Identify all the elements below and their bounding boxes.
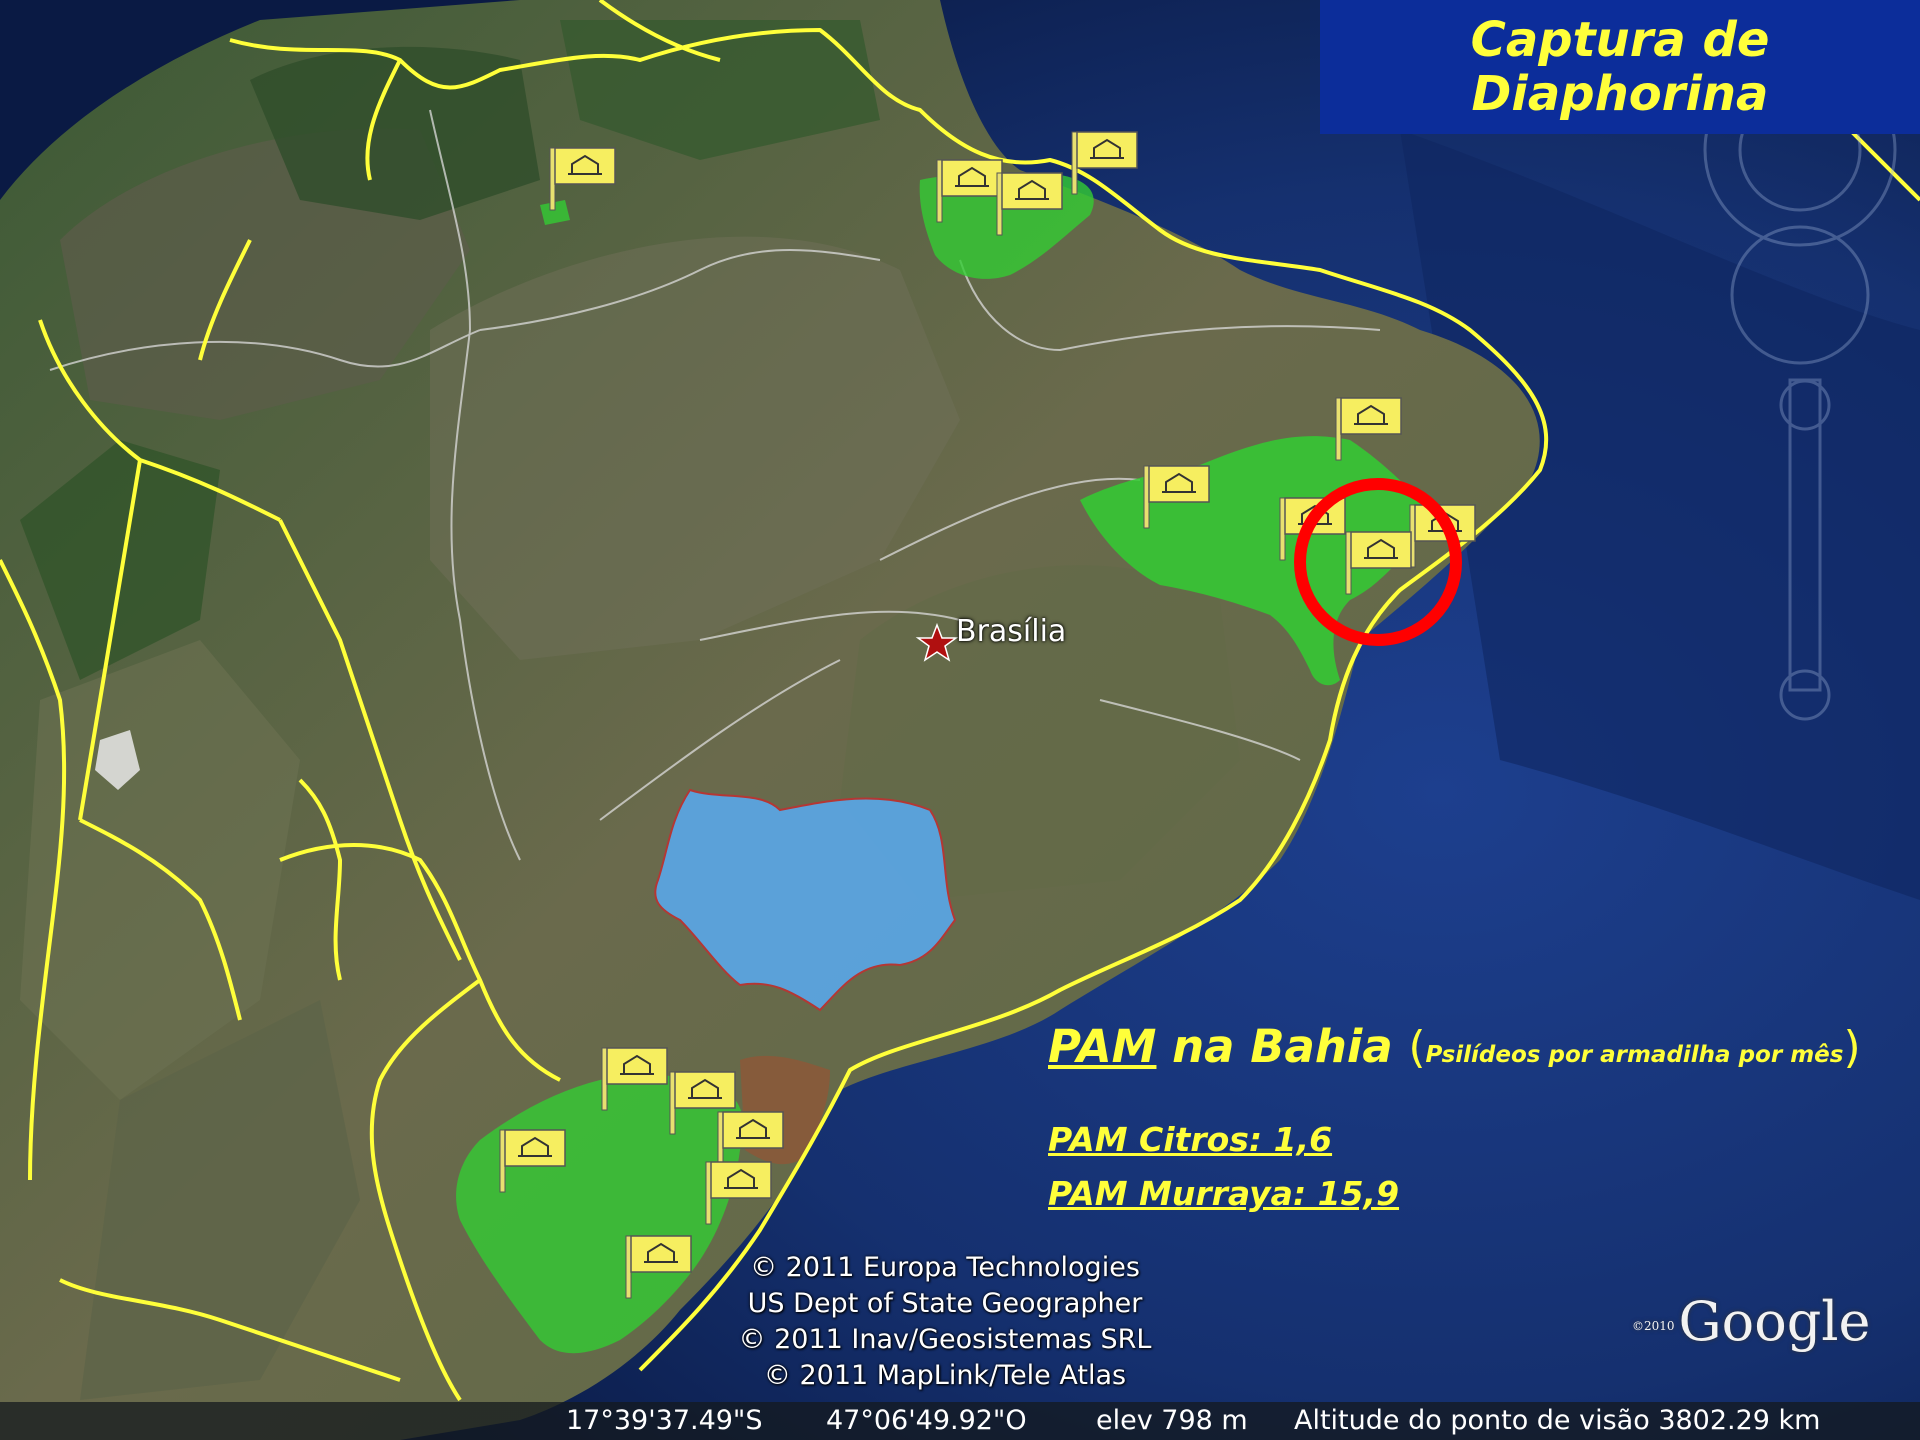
title-line2: Diaphorina	[1471, 66, 1769, 122]
copyright-line: © 2011 MapLink/Tele Atlas	[763, 1360, 1127, 1391]
status-bar: 17°39'37.49"S 47°06'49.92"O elev 798 m A…	[0, 1402, 1920, 1440]
blue-region	[654, 788, 957, 1012]
pam-citros: PAM Citros: 1,6	[1048, 1120, 1333, 1159]
pam-heading-note: Psilídeos por armadilha por mês	[1425, 1042, 1844, 1068]
title-line1: Captura de	[1470, 12, 1770, 68]
status-altitude: Altitude do ponto de visão 3802.29 km	[1294, 1405, 1821, 1436]
pam-murraya: PAM Murraya: 15,9	[1048, 1174, 1400, 1213]
pam-heading-abbr: PAM	[1048, 1020, 1157, 1073]
city-marker-brasilia[interactable]	[915, 622, 959, 662]
city-label: Brasília	[956, 614, 1067, 649]
status-longitude: 47°06'49.92"O	[826, 1405, 1027, 1436]
google-wordmark: Google	[1678, 1290, 1871, 1353]
copyright-block: © 2011 Europa Technologies US Dept of St…	[680, 1250, 1210, 1394]
highlight-circle	[1294, 478, 1462, 646]
copyright-line: © 2011 Europa Technologies	[750, 1252, 1140, 1283]
status-latitude: 17°39'37.49"S	[566, 1405, 763, 1436]
status-elevation: elev 798 m	[1096, 1405, 1248, 1436]
pam-heading-rest: na Bahia	[1156, 1020, 1409, 1073]
google-year: ©2010	[1632, 1319, 1675, 1333]
pam-heading: PAM na Bahia (Psilídeos por armadilha po…	[1048, 1020, 1861, 1073]
star-icon	[915, 622, 959, 662]
title-box: Captura de Diaphorina	[1320, 0, 1920, 134]
paren-open: (	[1408, 1022, 1426, 1073]
google-logo: ©2010Google	[1632, 1290, 1871, 1353]
copyright-line: © 2011 Inav/Geosistemas SRL	[738, 1324, 1152, 1355]
country-borders	[0, 0, 1920, 1402]
paren-close: )	[1843, 1022, 1861, 1073]
copyright-line: US Dept of State Geographer	[747, 1288, 1143, 1319]
state-borders	[49, 109, 1381, 861]
